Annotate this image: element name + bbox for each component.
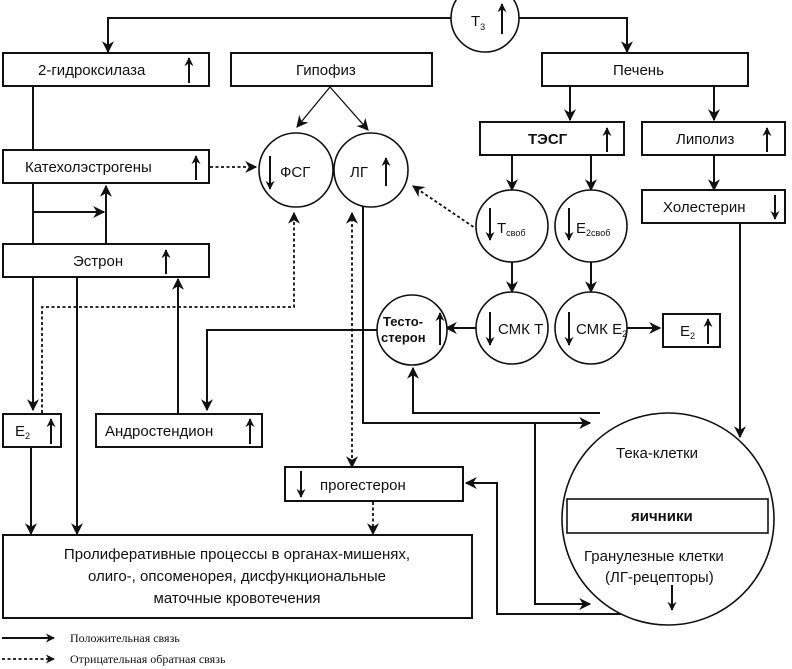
svg-text:Эстрон: Эстрон (73, 253, 123, 270)
node-cholesterol: Холестерин (641, 189, 786, 224)
svg-text:СМК E2: СМК E2 (576, 321, 627, 339)
svg-text:(ЛГ-рецепторы): (ЛГ-рецепторы) (605, 569, 714, 586)
svg-text:Гипофиз: Гипофиз (296, 62, 356, 79)
svg-text:Отрицательная обратная связь: Отрицательная обратная связь (70, 652, 226, 666)
svg-text:ФСГ: ФСГ (280, 164, 310, 181)
svg-text:СМК Т: СМК Т (498, 321, 543, 338)
edge-lh-ovary (362, 203, 592, 429)
node-progesterone: прогестерон (284, 466, 464, 502)
edge-testosterone-androstenedione (201, 329, 377, 412)
node-lh: ЛГ (333, 132, 409, 208)
svg-text:ЛГ: ЛГ (350, 164, 368, 181)
svg-text:Холестерин: Холестерин (663, 199, 746, 216)
svg-text:маточные кровотечения: маточные кровотечения (154, 590, 321, 607)
edge-t3-liver (519, 17, 633, 54)
svg-text:прогестерон: прогестерон (320, 477, 406, 494)
edge-t3-hydroxylase (102, 17, 452, 54)
svg-text:ТЭСГ: ТЭСГ (528, 131, 568, 148)
svg-text:2-гидроксилаза: 2-гидроксилаза (38, 62, 146, 79)
svg-text:Гранулезные клетки: Гранулезные клетки (584, 548, 724, 565)
node-androstenedione: Андростендион (95, 413, 263, 448)
edge-pituitary-lh (329, 86, 369, 131)
edge-lh-granulosa (534, 423, 592, 610)
edge-granulosa-progesterone (464, 477, 660, 615)
svg-text:Тека-клетки: Тека-клетки (616, 445, 698, 462)
svg-text:E2своб: E2своб (576, 220, 610, 238)
svg-text:E2: E2 (15, 423, 30, 441)
node-mcr-e2: СМК E2 (554, 291, 628, 365)
node-lipolysis: Липолиз (641, 121, 786, 156)
connectors (25, 17, 746, 615)
node-mcr-t: СМК Т (475, 291, 549, 365)
node-e2-right: E2 (662, 313, 721, 348)
svg-text:Андростендион: Андростендион (105, 423, 213, 440)
node-outcome: Пролиферативные процессы в органах-мишен… (2, 534, 473, 619)
edge-ovary-testosterone (407, 366, 600, 414)
node-e2-left: E2 (2, 413, 62, 448)
node-testosterone: Тесто- стерон (376, 294, 448, 366)
svg-text:стерон: стерон (381, 330, 426, 345)
node-ovaries: Тека-клетки яичники Гранулезные клетки (… (561, 412, 775, 626)
svg-text:Положительная связь: Положительная связь (70, 631, 180, 645)
edge-e2-fsh (41, 211, 300, 413)
svg-text:T3: T3 (471, 13, 485, 32)
node-fsh: ФСГ (258, 132, 334, 208)
svg-text:яичники: яичники (631, 508, 693, 525)
node-estrone: Эстрон (2, 243, 210, 278)
svg-text:Катехолэстрогены: Катехолэстрогены (25, 159, 152, 176)
svg-text:Пролиферативные процессы в орг: Пролиферативные процессы в органах-мишен… (64, 546, 410, 563)
node-t-free: Tсвоб (475, 189, 549, 263)
svg-text:Липолиз: Липолиз (676, 131, 734, 148)
svg-text:олиго-, опсоменорея, дисфункци: олиго-, опсоменорея, дисфункциональные (88, 568, 386, 585)
svg-text:Печень: Печень (613, 62, 664, 79)
legend: Положительная связь Отрицательная обратн… (2, 631, 226, 666)
node-catecholestrogens: Катехолэстрогены (2, 149, 210, 184)
node-e2-free: E2своб (554, 189, 628, 263)
edge-tfree-lh (412, 185, 479, 231)
edge-pituitary-fsh (296, 86, 331, 128)
svg-text:E2: E2 (680, 323, 695, 341)
node-liver: Печень (541, 52, 749, 87)
svg-text:Tсвоб: Tсвоб (497, 220, 526, 238)
node-t3: T3 (450, 0, 520, 53)
legend-positive: Положительная связь (2, 631, 180, 645)
node-pituitary: Гипофиз (230, 52, 433, 87)
node-2-hydroxylase: 2-гидроксилаза (2, 52, 210, 87)
legend-negative: Отрицательная обратная связь (2, 652, 226, 666)
node-shbg: ТЭСГ (479, 121, 625, 156)
svg-text:Тесто-: Тесто- (383, 314, 423, 329)
